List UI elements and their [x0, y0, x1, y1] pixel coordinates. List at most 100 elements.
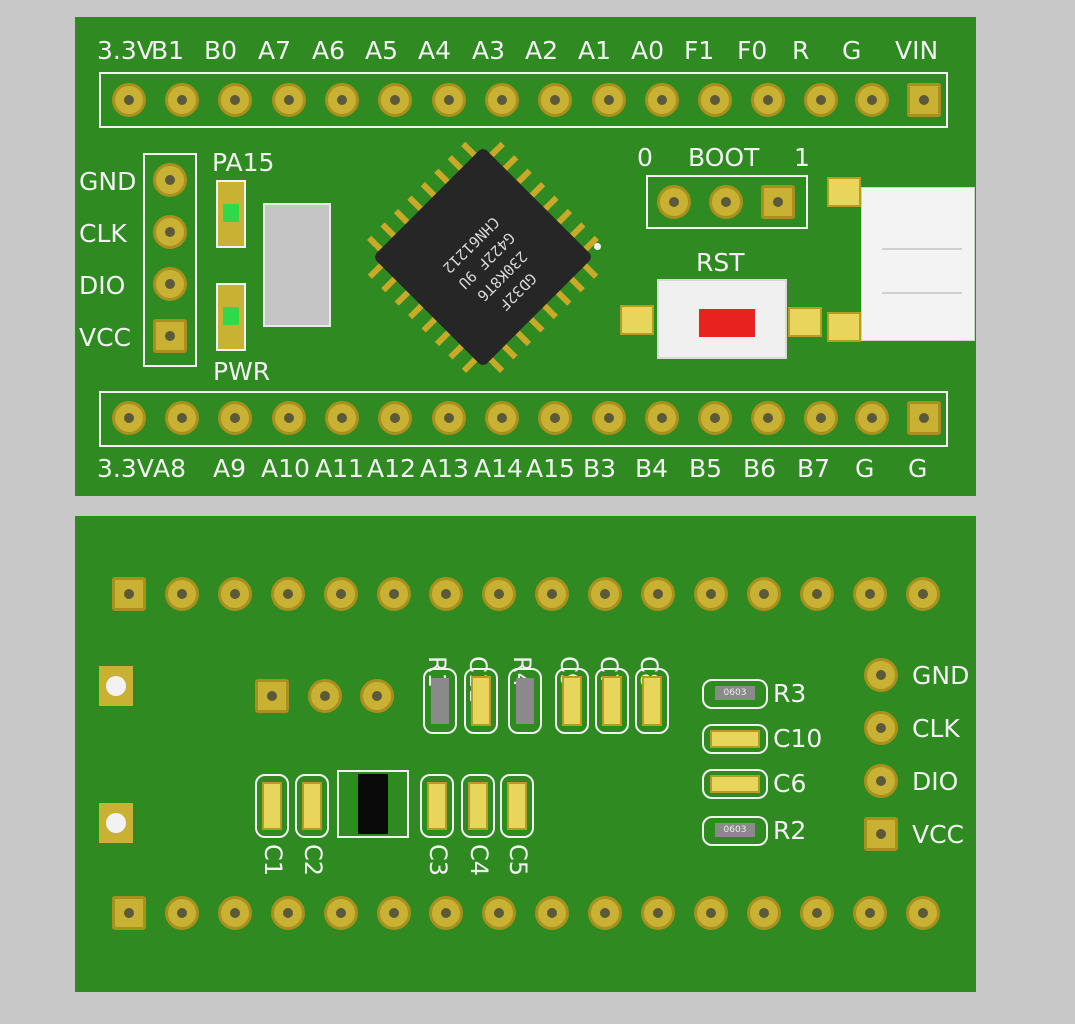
ldo-chip	[358, 774, 388, 834]
bottom-header-bottom-pad-1[interactable]	[164, 896, 199, 930]
footer-pad-12[interactable]	[751, 401, 785, 435]
footer-pad-14[interactable]	[855, 401, 889, 435]
bottom-header-bottom-pad-5[interactable]	[376, 896, 411, 930]
bottom-header-bottom-pad-0[interactable]	[112, 896, 146, 930]
comp-outline-C3	[420, 774, 454, 838]
swd-pad-3[interactable]	[153, 319, 187, 353]
boot-pad-0[interactable]	[657, 185, 691, 219]
swd-label-3: VCC	[79, 323, 132, 352]
header-pad-12[interactable]	[751, 83, 785, 117]
header-pad-8[interactable]	[538, 83, 572, 117]
boot-pad-1[interactable]	[761, 185, 795, 219]
swd-pad-2[interactable]	[153, 267, 187, 301]
footer-pad-3[interactable]	[272, 401, 306, 435]
bottom-header-top-pad-1[interactable]	[164, 577, 199, 611]
bottom-aux-pad-1[interactable]	[255, 679, 289, 713]
footer-pad-0[interactable]	[112, 401, 146, 435]
swd-label-1: CLK	[79, 219, 127, 248]
footer-pad-13[interactable]	[804, 401, 838, 435]
header-pad-3[interactable]	[272, 83, 306, 117]
header-pad-5[interactable]	[378, 83, 412, 117]
bottom-header-top-pad-7[interactable]	[482, 577, 517, 611]
bottom-header-bottom-pad-6[interactable]	[429, 896, 464, 930]
footer-label-12: B6	[743, 454, 777, 483]
bottom-header-top-pad-2[interactable]	[217, 577, 252, 611]
bottom-swd-pad-3[interactable]	[864, 817, 898, 851]
bottom-header-top-pad-5[interactable]	[376, 577, 411, 611]
bottom-header-bottom-pad-15[interactable]	[905, 896, 940, 930]
bottom-header-top-pad-15[interactable]	[905, 577, 940, 611]
usb-pad-bottom	[827, 312, 861, 342]
bottom-header-bottom-pad-8[interactable]	[535, 896, 570, 930]
swd-pad-0[interactable]	[153, 163, 187, 197]
footer-pad-10[interactable]	[645, 401, 679, 435]
bottom-header-top-pad-8[interactable]	[535, 577, 570, 611]
bottom-header-top-pad-10[interactable]	[641, 577, 675, 611]
footer-pad-9[interactable]	[592, 401, 626, 435]
reset-button-cap[interactable]	[699, 309, 755, 337]
bottom-header-top-pad-0[interactable]	[112, 577, 146, 611]
bottom-header-top-pad-4[interactable]	[323, 577, 358, 611]
capacitor-C3	[427, 782, 447, 830]
usb-connector[interactable]	[861, 187, 975, 341]
bottom-swd-label-0: GND	[912, 661, 970, 690]
bottom-swd-pad-2[interactable]	[864, 764, 898, 798]
header-pad-11[interactable]	[698, 83, 732, 117]
bottom-header-top-pad-9[interactable]	[588, 577, 623, 611]
footer-pad-4[interactable]	[325, 401, 359, 435]
header-pad-14[interactable]	[855, 83, 889, 117]
bottom-header-top-pad-6[interactable]	[429, 577, 464, 611]
bottom-header-bottom-pad-11[interactable]	[693, 896, 728, 930]
bottom-header-top-pad-12[interactable]	[746, 577, 781, 611]
boot-pad-mid[interactable]	[709, 185, 743, 219]
footer-pad-7[interactable]	[485, 401, 519, 435]
bottom-swd-pad-1[interactable]	[864, 711, 898, 745]
bottom-header-top-pad-3[interactable]	[270, 577, 305, 611]
comp-outline-R3	[702, 679, 768, 709]
header-pad-2[interactable]	[218, 83, 252, 117]
bottom-header-bottom-pad-9[interactable]	[588, 896, 623, 930]
oscillator	[263, 203, 331, 327]
bottom-header-top-pad-11[interactable]	[693, 577, 728, 611]
reset-button[interactable]	[657, 279, 787, 359]
mounting-hole-1-center	[106, 676, 126, 696]
footer-pad-5[interactable]	[378, 401, 412, 435]
header-pad-6[interactable]	[432, 83, 466, 117]
bottom-header-bottom-pad-4[interactable]	[323, 896, 358, 930]
led-pa15-lens	[223, 204, 239, 222]
header-pad-4[interactable]	[325, 83, 359, 117]
bottom-swd-pad-0[interactable]	[864, 658, 898, 692]
header-pad-9[interactable]	[592, 83, 626, 117]
bottom-header-bottom-pad-7[interactable]	[482, 896, 517, 930]
footer-pad-2[interactable]	[218, 401, 252, 435]
footer-label-9: B3	[583, 454, 617, 483]
bottom-header-bottom-pad-2[interactable]	[217, 896, 252, 930]
reset-pad-right	[788, 307, 822, 337]
bottom-aux-pad-3[interactable]	[360, 679, 394, 713]
comp-outline-C9	[555, 668, 589, 734]
bottom-aux-pad-2[interactable]	[308, 679, 342, 713]
bottom-header-top-pad-13[interactable]	[799, 577, 834, 611]
capacitor-C4	[468, 782, 488, 830]
header-pad-10[interactable]	[645, 83, 679, 117]
bottom-header-top-pad-14[interactable]	[852, 577, 887, 611]
bottom-header-bottom-pad-12[interactable]	[746, 896, 781, 930]
header-pad-7[interactable]	[485, 83, 519, 117]
bottom-header-bottom-pad-3[interactable]	[270, 896, 305, 930]
footer-pad-8[interactable]	[538, 401, 572, 435]
comp-outline-C7	[595, 668, 629, 734]
header-pad-0[interactable]	[112, 83, 146, 117]
footer-pad-1[interactable]	[165, 401, 199, 435]
capacitor-C1	[262, 782, 282, 830]
bottom-header-bottom-pad-10[interactable]	[641, 896, 675, 930]
swd-pad-1[interactable]	[153, 215, 187, 249]
footer-pad-11[interactable]	[698, 401, 732, 435]
header-pad-1[interactable]	[165, 83, 199, 117]
header-pad-15[interactable]	[907, 83, 941, 117]
bottom-header-bottom-pad-14[interactable]	[852, 896, 887, 930]
bottom-swd-label-2: DIO	[912, 767, 959, 796]
footer-pad-6[interactable]	[432, 401, 466, 435]
bottom-header-bottom-pad-13[interactable]	[799, 896, 834, 930]
header-pad-13[interactable]	[804, 83, 838, 117]
footer-pad-15[interactable]	[907, 401, 941, 435]
